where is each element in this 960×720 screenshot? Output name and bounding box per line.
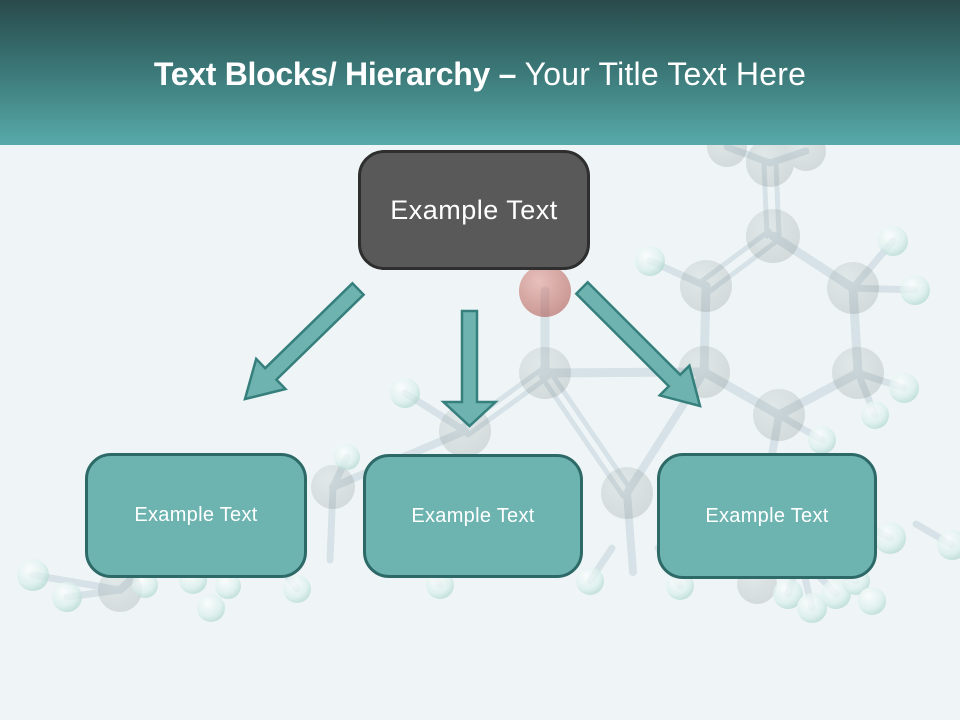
slide-header: Text Blocks/ Hierarchy – Your Title Text…: [0, 0, 960, 145]
hierarchy-child-box-2[interactable]: Example Text: [363, 454, 583, 578]
arrow-down-right-icon[interactable]: [574, 280, 702, 408]
root-box-label: Example Text: [390, 194, 558, 225]
child-box-2-label: Example Text: [411, 504, 535, 527]
hierarchy-root-box[interactable]: Example Text: [358, 150, 590, 270]
hierarchy-child-box-3[interactable]: Example Text: [657, 453, 877, 579]
title-regular-text: Your Title Text Here: [524, 56, 807, 92]
child-box-1-label: Example Text: [134, 504, 258, 526]
child-box-3-label: Example Text: [705, 504, 829, 527]
title-bold-text: Text Blocks/ Hierarchy –: [153, 56, 517, 92]
molecule-oxygen-atom: [519, 265, 571, 317]
slide-title[interactable]: Text Blocks/ Hierarchy – Your Title Text…: [154, 52, 806, 93]
arrow-down-left-icon[interactable]: [243, 281, 366, 401]
molecule-hydrogen-atoms: [17, 226, 960, 623]
arrow-down-icon[interactable]: [440, 309, 499, 428]
hierarchy-child-box-1[interactable]: Example Text: [85, 453, 307, 578]
